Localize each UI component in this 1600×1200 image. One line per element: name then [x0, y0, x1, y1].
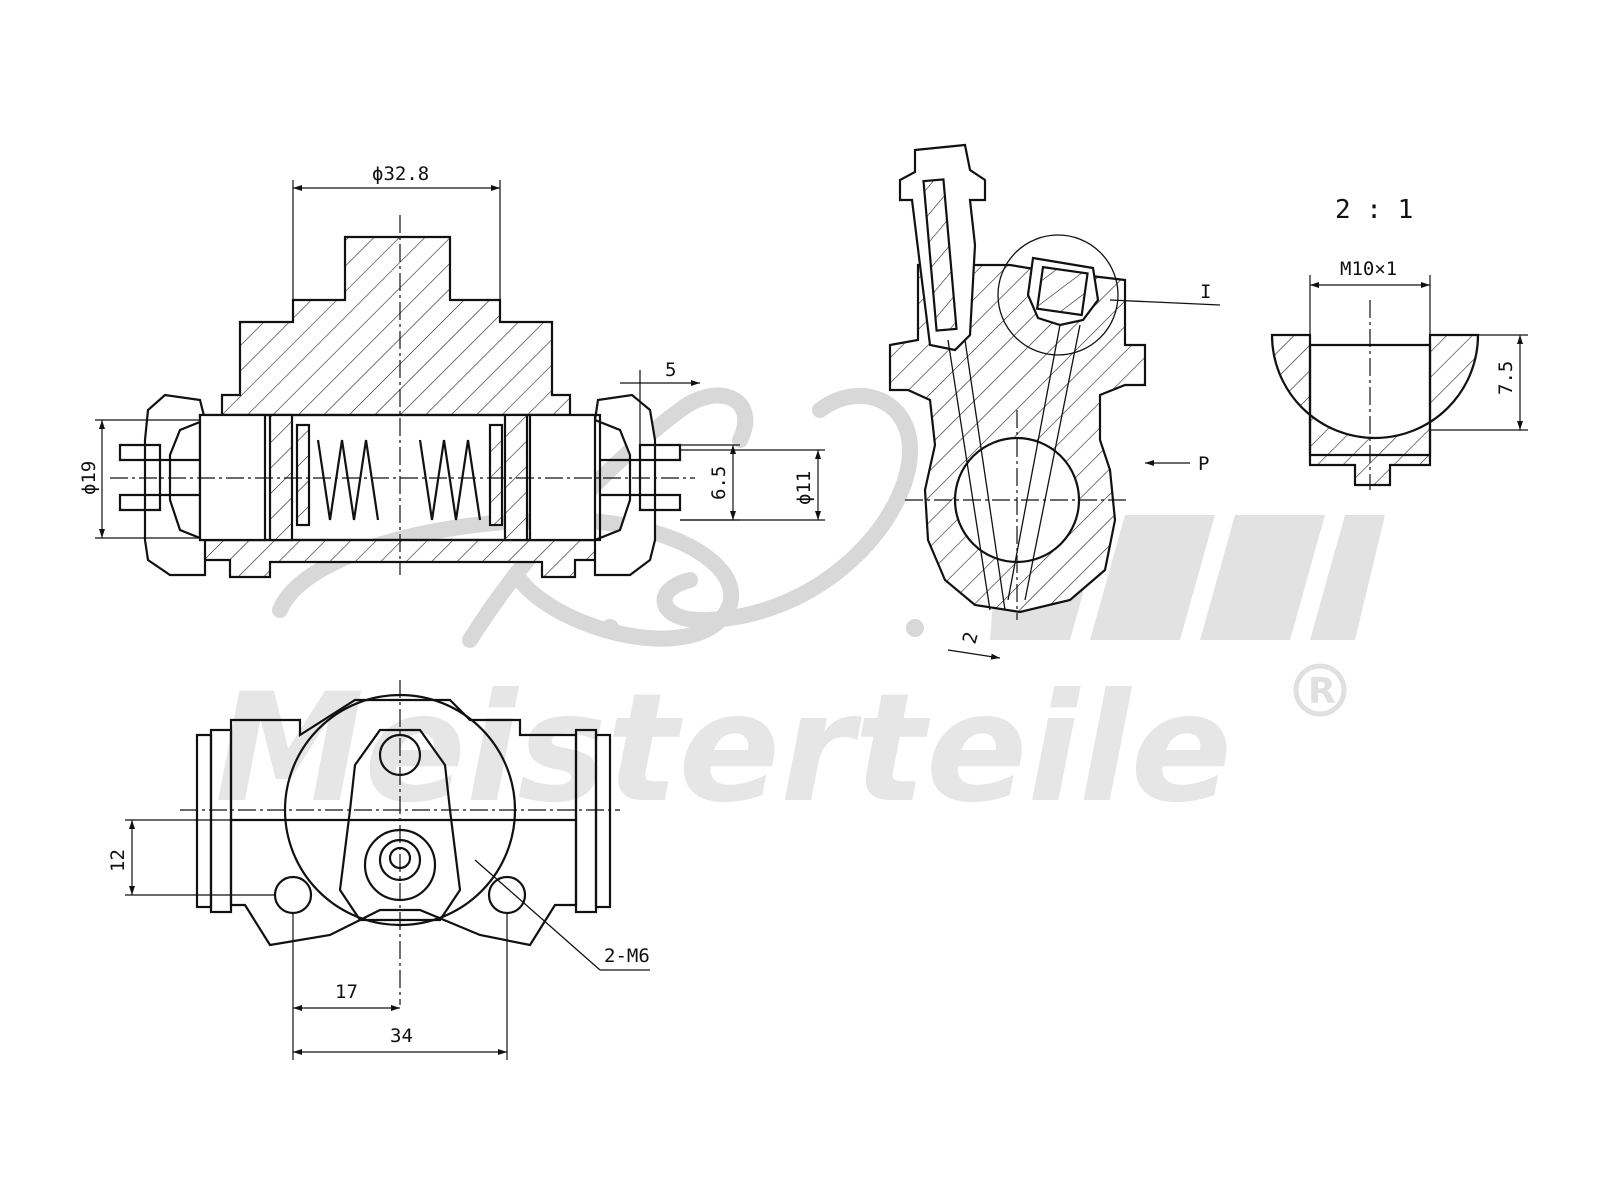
left-end-flange [195, 733, 213, 909]
detail-section [1270, 333, 1480, 487]
return-spring [316, 439, 482, 521]
dim-left-outer-diameter: ϕ19 [78, 461, 100, 495]
registered-circle [1293, 663, 1347, 717]
dim-pin-diameter: ϕ11 [793, 471, 815, 505]
cylinder-section-view: ϕ32.8 ϕ19 5 6.5 ϕ11 [78, 163, 825, 579]
inlet-port-insert [1035, 265, 1089, 317]
detail-thread: M10×1 [1340, 258, 1397, 280]
right-expander [488, 423, 504, 527]
mounting-face-view: 12 2-M6 17 34 [107, 680, 650, 1060]
cylinder-side-view: I P 2 [888, 143, 1221, 660]
dim-thread-holes: 2-M6 [604, 945, 650, 967]
detail-view-I: 2 : 1 M10×1 7.5 [1270, 195, 1528, 490]
detail-leader-I [1109, 299, 1221, 306]
front-body-outline [229, 698, 578, 947]
bleeder-channel [947, 339, 1006, 611]
watermark-brand: Meisterteile [215, 662, 1232, 836]
detail-label-I: I [1200, 281, 1211, 303]
left-push-rod [118, 443, 200, 512]
thread-leader [474, 859, 601, 971]
watermark-registered-mark: R [1308, 671, 1336, 712]
detail-scale: 2 : 1 [1335, 195, 1413, 225]
right-thread-hole [487, 875, 527, 915]
dim-pin-width: 6.5 [708, 466, 730, 500]
detail-circle-I [997, 234, 1119, 356]
dim-mount-height: 12 [107, 849, 129, 872]
left-thread-hole [273, 875, 313, 915]
dim-half-spacing: 17 [335, 981, 358, 1003]
detail-depth: 7.5 [1495, 361, 1517, 395]
left-boot [143, 393, 207, 577]
dim-hole-spacing: 34 [390, 1025, 413, 1047]
dim-bore-diameter: ϕ32.8 [372, 163, 429, 185]
inlet-channel [1007, 324, 1081, 601]
detail-thread-bore [1308, 343, 1432, 457]
watermark: Meisterteile R [215, 387, 1385, 836]
left-expander [295, 423, 311, 527]
angle-dim-line [947, 649, 1001, 660]
cylinder-body-section [220, 235, 572, 417]
dim-port-angle: 2 [959, 630, 983, 647]
pressure-label: P [1198, 453, 1209, 475]
bleeder-core [922, 178, 958, 332]
dim-offset-top: 5 [665, 359, 676, 381]
